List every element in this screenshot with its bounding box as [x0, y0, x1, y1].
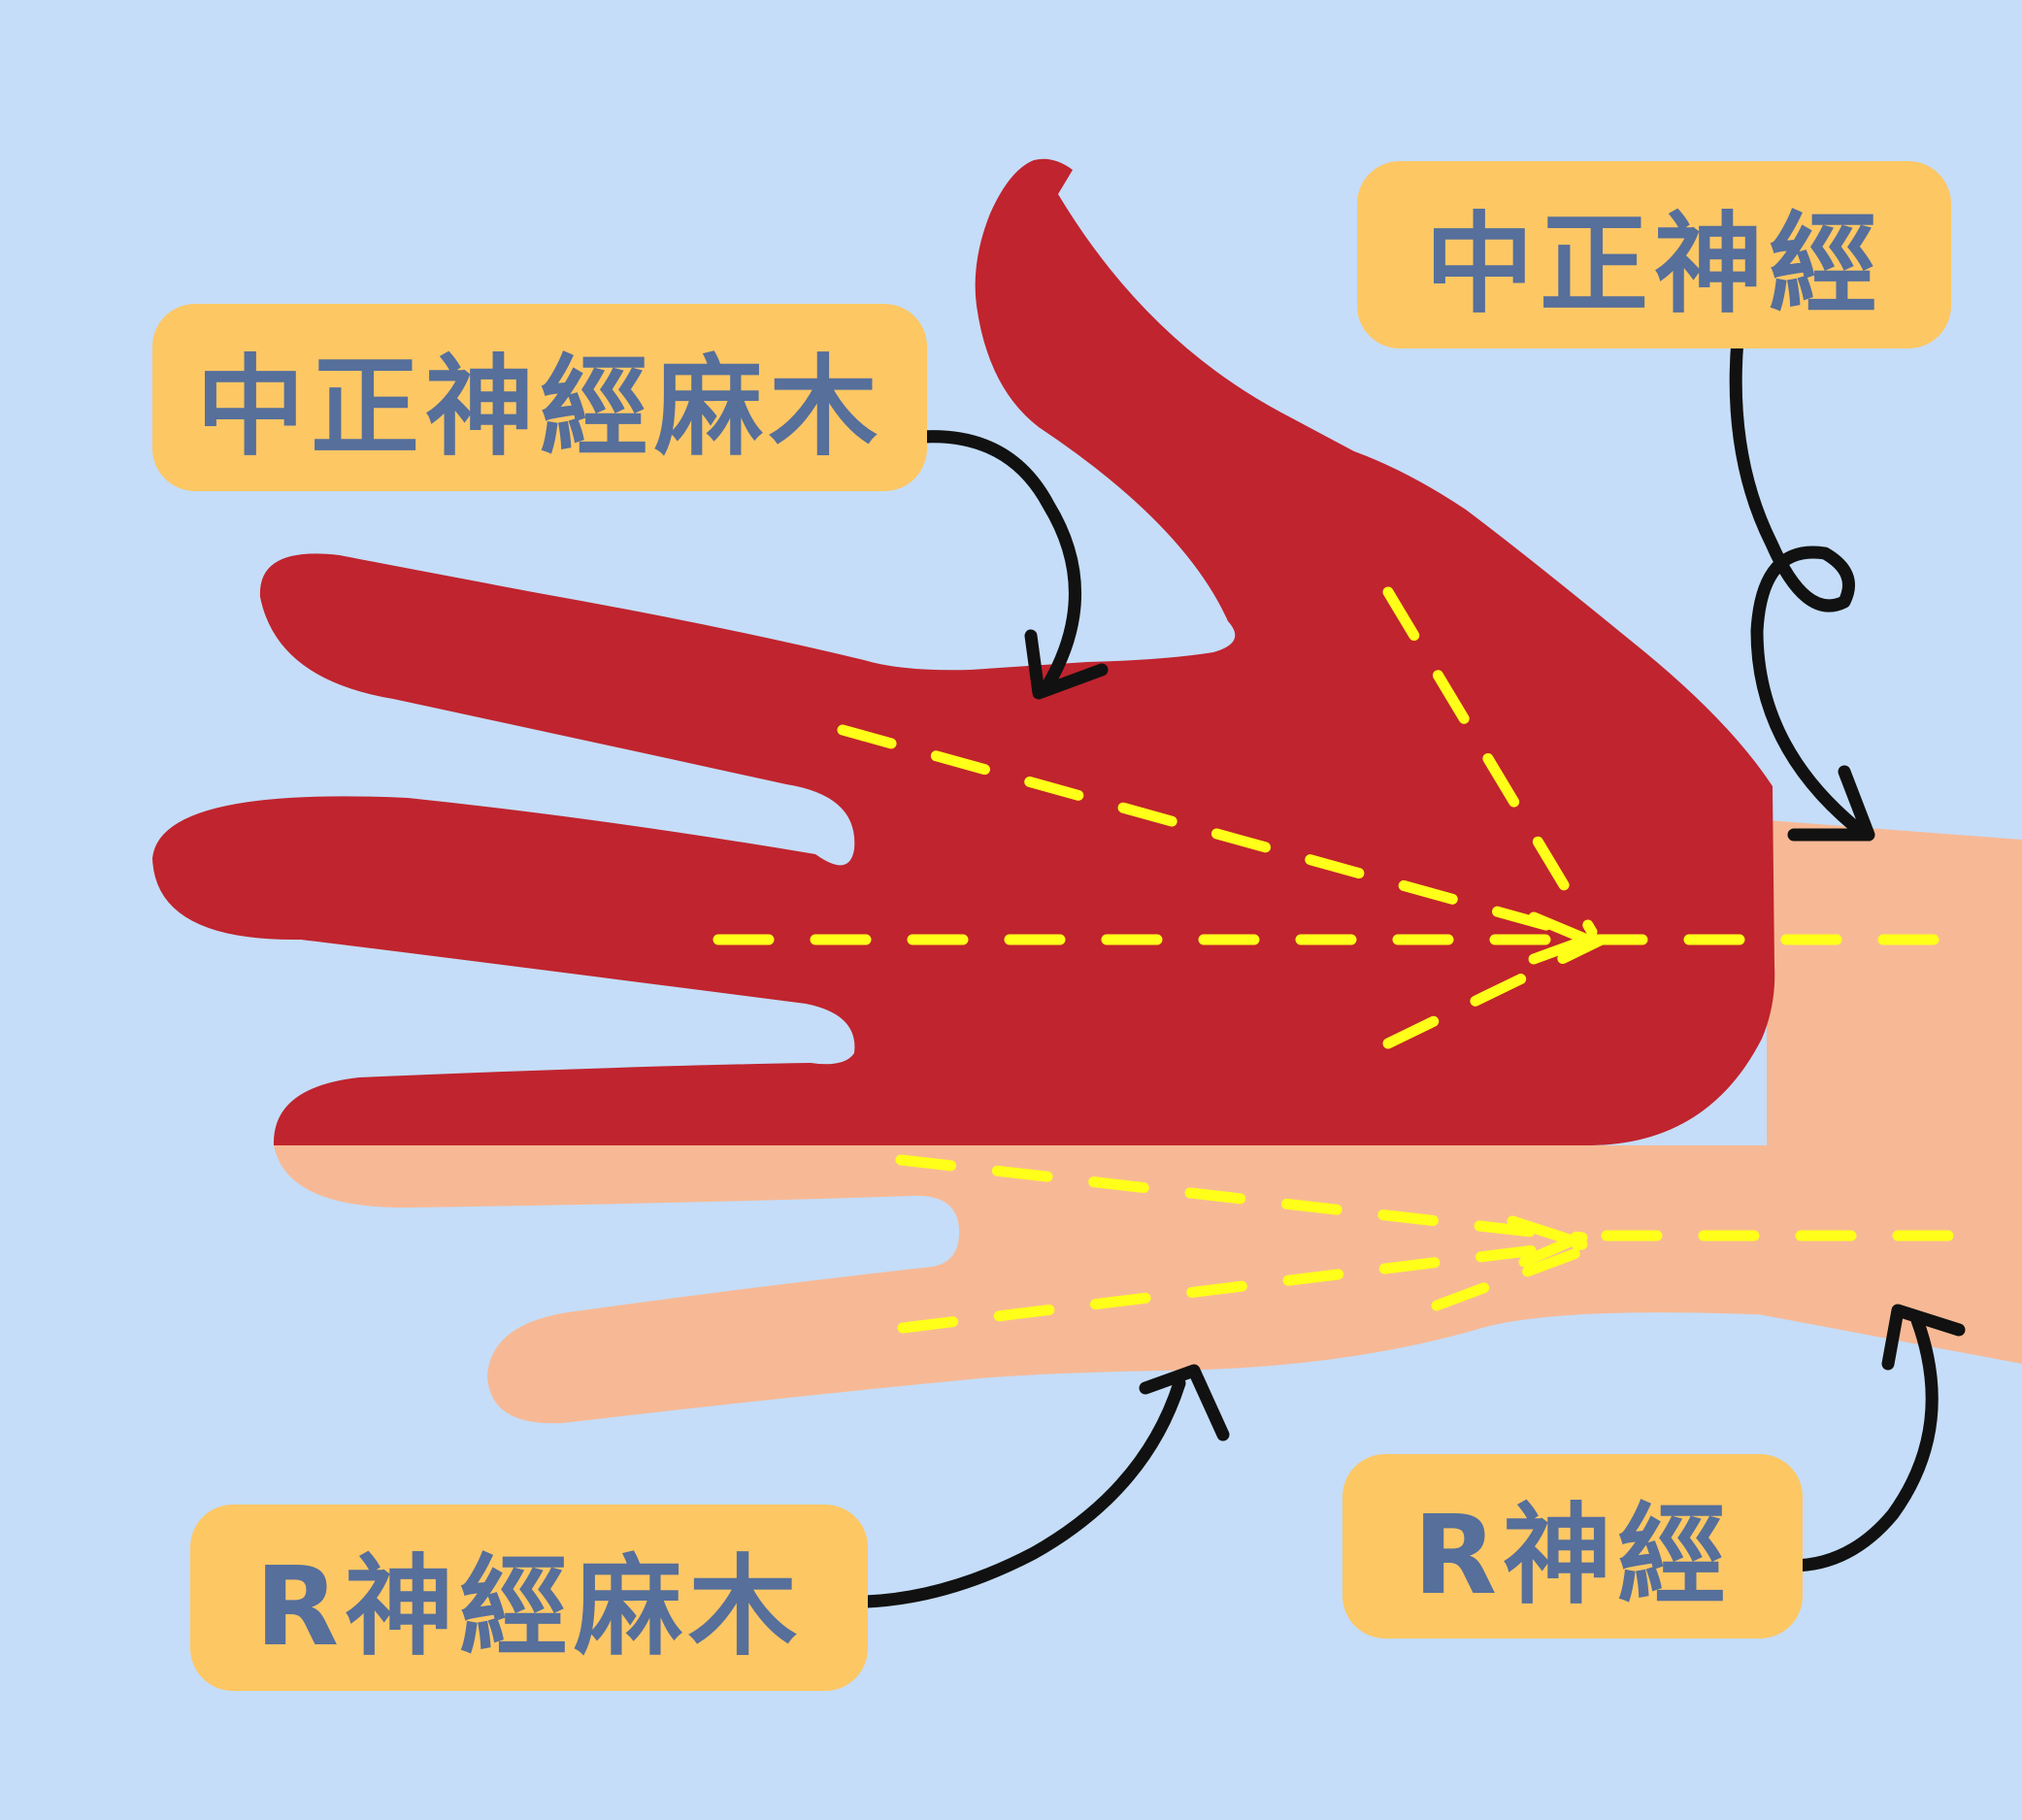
arrow-r-nerve	[1770, 1313, 1939, 1572]
nerve-paths	[713, 586, 1991, 1334]
arrow-median-nerve	[1729, 333, 1866, 837]
label-median-nerve: 中正神經	[1357, 161, 1951, 348]
arrow-median-numb	[915, 430, 1081, 691]
arrow-median-nerve-head	[1787, 765, 1875, 842]
label-r-nerve: R神經	[1342, 1454, 1803, 1638]
median-nerve-arrowhead	[1528, 911, 1593, 965]
nerve-arrowheads	[1507, 911, 1593, 1268]
arrow-r-numb-head	[1139, 1364, 1230, 1441]
lower-palm	[274, 1145, 1776, 1424]
median-nerve-path-thumb	[1382, 586, 1598, 938]
arrow-r-nerve-head	[1881, 1304, 1966, 1371]
arrow-median-numb-head	[1024, 629, 1109, 700]
label-median-nerve-numbness: 中正神經麻木	[152, 304, 927, 491]
median-nerve-area	[152, 158, 1775, 1145]
label-r-nerve-numbness: R神經麻木	[190, 1505, 868, 1691]
r-nerve-path-lower	[897, 1239, 1588, 1334]
r-nerve-path-diag	[1431, 1244, 1590, 1311]
median-nerve-path-upper	[837, 724, 1590, 942]
median-nerve-path-lower	[1382, 934, 1608, 1049]
r-nerve-path-upper	[895, 1154, 1588, 1243]
r-nerve-arrowhead	[1507, 1215, 1578, 1268]
arrow-r-numb	[828, 1376, 1186, 1608]
callout-arrows	[828, 333, 1966, 1608]
